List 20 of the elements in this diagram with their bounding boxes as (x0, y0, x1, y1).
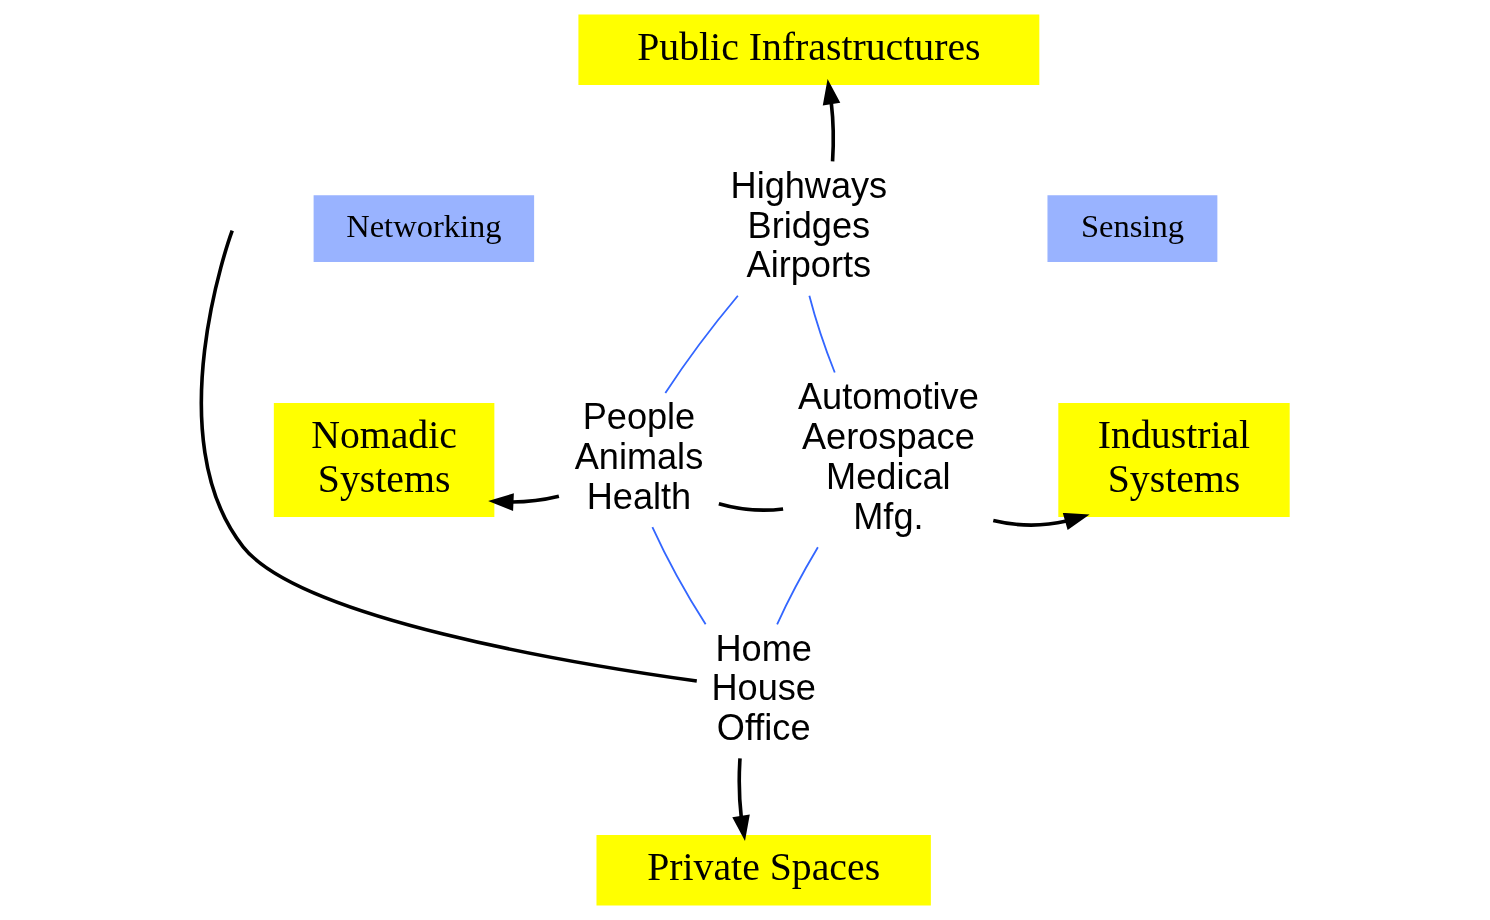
arrow (822, 79, 841, 162)
arrow (488, 493, 560, 511)
connector (664, 294, 739, 394)
node-box: Private Spaces (596, 835, 931, 906)
node-box: Public Infrastructures (578, 14, 1040, 85)
node-text: Automotive Aerospace Medical Mfg. (798, 376, 979, 537)
node-text: Home House Office (711, 627, 816, 749)
node-box: Sensing (1047, 195, 1218, 263)
node-box: Nomadic Systems (273, 403, 495, 517)
node-box: Industrial Systems (1058, 403, 1290, 517)
connector (651, 526, 707, 626)
node-text: People Animals Health (574, 396, 704, 517)
connector (776, 546, 819, 626)
connector (199, 230, 698, 683)
node-box: Networking (313, 195, 535, 263)
node-text: Highways Bridges Airports (730, 164, 888, 286)
arrow (992, 512, 1090, 530)
connector (808, 294, 836, 374)
connector (718, 501, 784, 512)
arrow (732, 758, 750, 842)
